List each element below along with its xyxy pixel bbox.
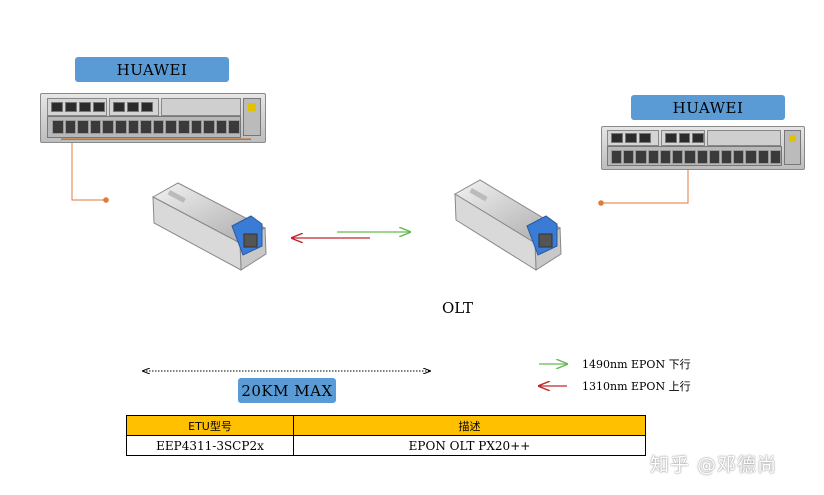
table-header-description: 描述 — [293, 415, 646, 436]
left-fiber-connector-line — [71, 143, 106, 201]
right-olt-chassis — [601, 126, 805, 170]
legend-upstream-text: 1310nm EPON 上行 — [582, 380, 691, 393]
etu-model-table: ETU型号 描述 EEP4311-3SCP2x EPON OLT PX20++ — [126, 415, 646, 456]
distance-label: 20KM MAX — [238, 378, 336, 403]
left-connector-dot — [103, 197, 109, 203]
watermark-text: 知乎 @邓德尚 — [650, 454, 778, 476]
table-cell-description: EPON OLT PX20++ — [293, 435, 646, 456]
left-olt-chassis — [40, 93, 266, 143]
right-fiber-connector-line — [602, 170, 689, 204]
table-header-model: ETU型号 — [126, 415, 294, 436]
right-sfp-module — [454, 179, 562, 271]
table-cell-model: EEP4311-3SCP2x — [126, 435, 294, 456]
center-olt-label: OLT — [442, 299, 474, 317]
right-connector-dot — [598, 200, 604, 206]
left-sfp-module — [151, 182, 267, 271]
legend-downstream-text: 1490nm EPON 下行 — [582, 358, 691, 371]
left-device-brand-label: HUAWEI — [75, 57, 229, 82]
table-row: EEP4311-3SCP2x EPON OLT PX20++ — [126, 435, 646, 456]
right-device-brand-label: HUAWEI — [631, 95, 785, 120]
